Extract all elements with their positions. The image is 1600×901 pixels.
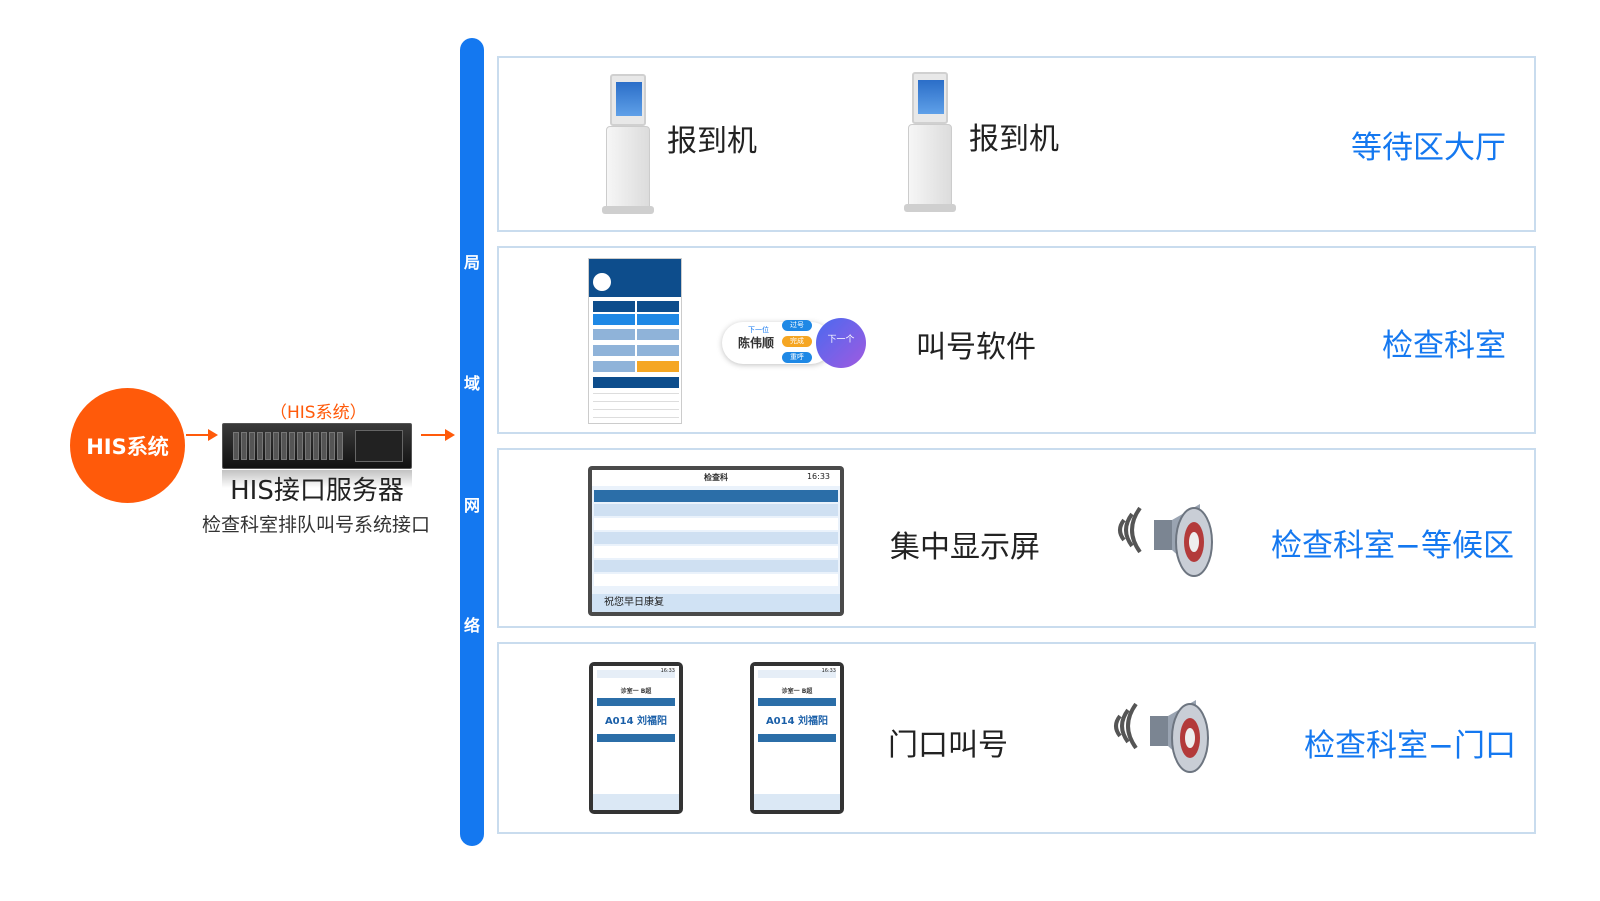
calling-software-screenshot xyxy=(588,258,682,424)
kiosk-label: 报到机 xyxy=(667,124,757,159)
next-call-button[interactable]: 下一个 xyxy=(816,318,866,368)
pass-button[interactable]: 过号 xyxy=(782,320,812,331)
recall-button[interactable]: 重呼 xyxy=(782,352,812,363)
area-label-exam-room: 检查科室 xyxy=(1382,328,1506,364)
kiosk-image xyxy=(602,74,658,214)
door-display-screenshot: 16:33 诊室一 B超 A014 刘福阳 xyxy=(750,662,844,814)
kiosk-label: 报到机 xyxy=(969,122,1059,157)
area-label-exam-door: 检查科室−门口 xyxy=(1304,728,1516,764)
door-display-room: 诊室一 B超 xyxy=(781,688,813,695)
central-display-label: 集中显示屏 xyxy=(890,530,1040,565)
area-label-exam-waiting: 检查科室−等候区 xyxy=(1271,528,1514,564)
server-image xyxy=(222,423,412,469)
central-display-time: 16:33 xyxy=(806,472,830,481)
door-display-room: 诊室一 B超 xyxy=(620,688,652,695)
server-reflection xyxy=(222,470,412,488)
arrow-his-to-server xyxy=(186,429,218,441)
server-title: HIS接口服务器 xyxy=(230,476,404,506)
kiosk-image xyxy=(904,72,960,212)
lan-bar xyxy=(460,38,484,846)
server-subtitle: 检查科室排队叫号系统接口 xyxy=(201,514,430,536)
lan-char: 域 xyxy=(463,374,480,393)
his-tag-label: （HIS系统） xyxy=(270,403,367,423)
arrow-server-to-lan xyxy=(421,429,455,441)
his-system-label: HIS系统 xyxy=(86,434,169,459)
done-button[interactable]: 完成 xyxy=(782,336,812,347)
call-widget: 下一位 陈伟顺 过号 完成 重呼 下一个 xyxy=(722,318,866,368)
his-system-circle: HIS系统 xyxy=(70,388,185,503)
patient-name: 陈伟顺 xyxy=(738,336,775,350)
lan-char: 网 xyxy=(463,496,480,515)
door-call-label: 门口叫号 xyxy=(888,728,1008,763)
door-display-time: 16:33 xyxy=(821,668,836,674)
lan-char: 络 xyxy=(463,616,480,635)
speaker-icon xyxy=(1114,700,1209,773)
calling-software-label: 叫号软件 xyxy=(916,330,1036,365)
central-display-screenshot: 检查科 16:33 祝您早日康复 xyxy=(588,466,844,616)
central-display-title: 检查科 xyxy=(592,470,840,486)
door-display-screenshot: 16:33 诊室一 B超 A014 刘福阳 xyxy=(589,662,683,814)
lan-char: 局 xyxy=(463,253,480,272)
door-display-number: A014 刘福阳 xyxy=(765,716,829,727)
speaker-icon xyxy=(1118,504,1213,577)
central-display-footer: 祝您早日康复 xyxy=(592,594,840,612)
next-patient-label: 下一位 xyxy=(748,326,769,334)
row-waiting-hall xyxy=(497,56,1536,232)
door-display-number: A014 刘福阳 xyxy=(604,716,668,727)
area-label-waiting-hall: 等待区大厅 xyxy=(1351,130,1506,166)
door-display-time: 16:33 xyxy=(660,668,675,674)
